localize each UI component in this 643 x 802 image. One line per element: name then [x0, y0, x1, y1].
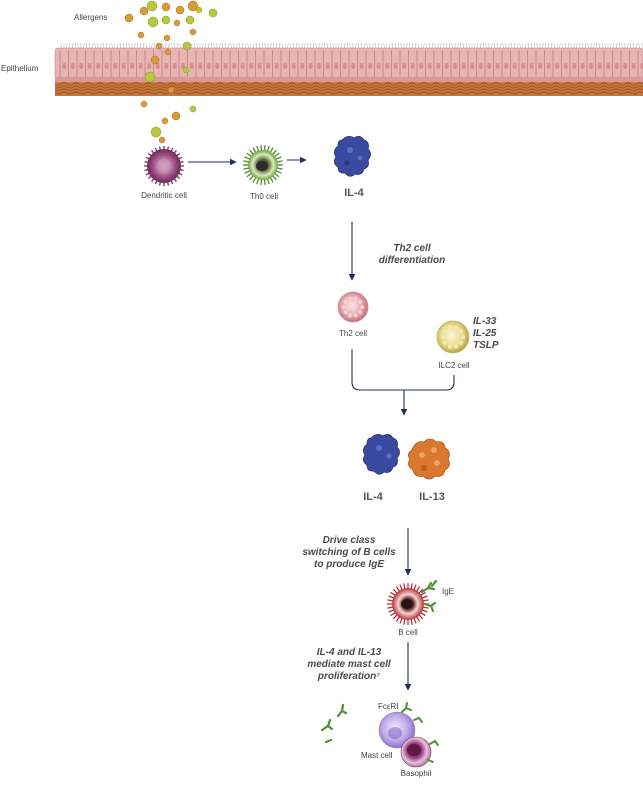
th2-cell-graphic — [337, 291, 369, 323]
il13-protein — [408, 438, 450, 480]
alarmin-cytokines: IL-33 IL-25 TSLP — [473, 316, 499, 352]
cytokine-il33: IL-33 — [473, 316, 497, 327]
free-ige — [320, 703, 348, 744]
il4-top-label: IL-4 — [344, 187, 364, 199]
allergen-particles — [124, 0, 218, 144]
mast-prolif-line-2: mediate mast cell — [307, 659, 391, 670]
mast-proliferation-text: IL-4 and IL-13 mediate mast cell prolife… — [307, 647, 390, 683]
class-switch-text: Drive class switching of B cells to prod… — [302, 535, 395, 571]
cytokine-il25: IL-25 — [473, 328, 497, 339]
allergens-label: Allergens — [74, 13, 108, 22]
cytokine-tslp: TSLP — [473, 340, 499, 351]
il4-mid-label: IL-4 — [363, 491, 383, 503]
bracket-th2-ilc2 — [351, 349, 455, 391]
b-cell-graphic — [387, 583, 429, 625]
basophil-label: Basophil — [400, 769, 432, 778]
il4-protein-mid — [363, 434, 400, 475]
class-switch-line-2: switching of B cells — [302, 547, 396, 558]
il13-label: IL-13 — [419, 491, 445, 503]
th2-diff-line-1: Th2 cell — [393, 243, 431, 254]
class-switch-line-1: Drive class — [322, 535, 376, 546]
epithelium-label: Epithelium — [1, 64, 39, 73]
th0-cell-label: Th0 cell — [249, 192, 279, 201]
b-cell-label: B cell — [398, 628, 418, 637]
th2-differentiation-text: Th2 cell differentiation — [379, 243, 445, 267]
ige-label: IgE — [442, 587, 455, 596]
ige-antibodies — [420, 579, 438, 613]
mast-prolif-line-1: IL-4 and IL-13 — [316, 647, 382, 658]
mast-cell-label: Mast cell — [361, 751, 393, 760]
epithelium-layer — [54, 42, 643, 96]
dendritic-cell-graphic — [144, 146, 184, 186]
dendritic-cell-label: Dendritic cell — [141, 191, 187, 200]
th2-diff-line-2: differentiation — [378, 255, 446, 266]
ilc2-cell-label: ILC2 cell — [438, 361, 470, 370]
th0-cell-graphic — [243, 145, 283, 185]
fceri-label: FcεRI — [378, 702, 399, 711]
ilc2-cell-graphic — [436, 320, 470, 354]
basophil-graphic — [400, 736, 439, 768]
pathway-arrows — [188, 156, 455, 691]
th2-cell-label: Th2 cell — [338, 329, 368, 338]
il4-protein-top — [334, 136, 371, 177]
class-switch-line-3: to produce IgE — [313, 559, 384, 570]
mast-prolif-line-3: proliferation⁷ — [317, 671, 381, 682]
mast-cell-graphic — [378, 702, 423, 749]
